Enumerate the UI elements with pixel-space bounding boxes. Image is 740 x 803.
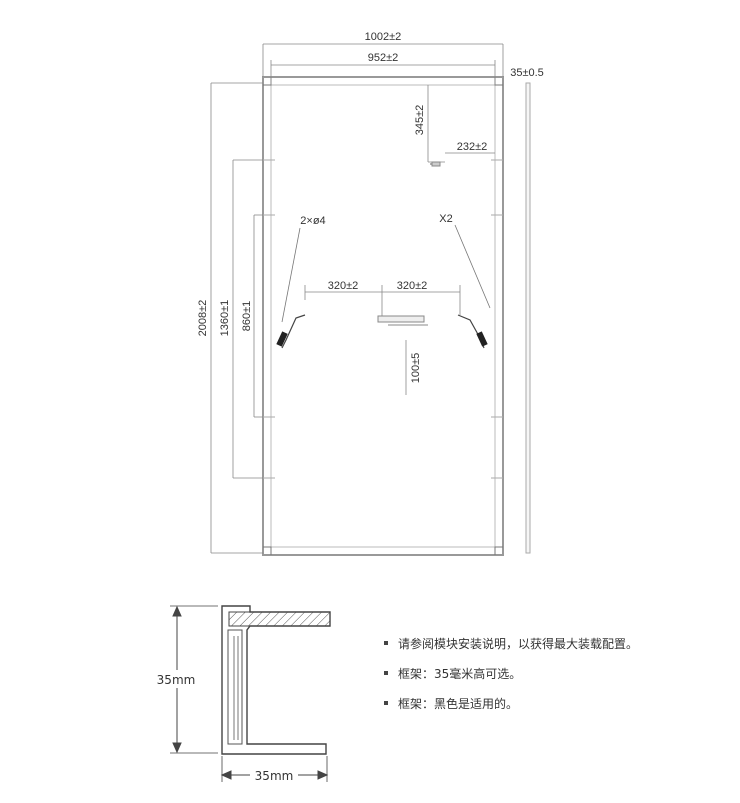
junction-box	[377, 315, 428, 326]
note-text: 框架：35毫米高可选。	[398, 666, 522, 681]
connector-right-icon	[457, 314, 488, 349]
dim-860: 860±1	[241, 301, 253, 332]
dim-35-thickness: 35±0.5	[510, 67, 544, 79]
bullet-icon	[384, 641, 388, 645]
bullet-icon	[384, 671, 388, 675]
dim-952: 952±2	[368, 52, 399, 64]
note-text: 框架：黑色是适用的。	[398, 696, 519, 711]
dim-1360: 1360±1	[219, 300, 231, 337]
notes-list: 请参阅模块安装说明，以获得最大装载配置。 框架：35毫米高可选。 框架：黑色是适…	[384, 628, 724, 718]
dim-100: 100±5	[410, 353, 422, 384]
bullet-icon	[384, 701, 388, 705]
note-text: 请参阅模块安装说明，以获得最大装载配置。	[398, 636, 639, 651]
dim-345: 345±2	[414, 105, 426, 136]
note-item: 框架：35毫米高可选。	[384, 658, 724, 688]
dim-320-right: 320±2	[397, 280, 428, 292]
note-item: 请参阅模块安装说明，以获得最大装载配置。	[384, 628, 724, 658]
dim-1002: 1002±2	[365, 31, 402, 43]
hole-label: 2×ø4	[300, 215, 325, 227]
panel-outline	[262, 76, 504, 556]
connector-left-icon	[276, 314, 306, 349]
dim-320-left: 320±2	[328, 280, 359, 292]
mounting-hole-icon	[430, 161, 441, 167]
x2-label: X2	[439, 213, 452, 225]
profile-width-label: 35mm	[255, 769, 294, 783]
frame-side-view	[525, 82, 531, 554]
dim-2008: 2008±2	[197, 300, 209, 337]
note-item: 框架：黑色是适用的。	[384, 688, 724, 718]
profile-height-label: 35mm	[157, 673, 196, 687]
glass-hatch	[228, 611, 331, 627]
dim-232: 232±2	[457, 141, 488, 153]
frame-profile-section	[221, 605, 331, 755]
